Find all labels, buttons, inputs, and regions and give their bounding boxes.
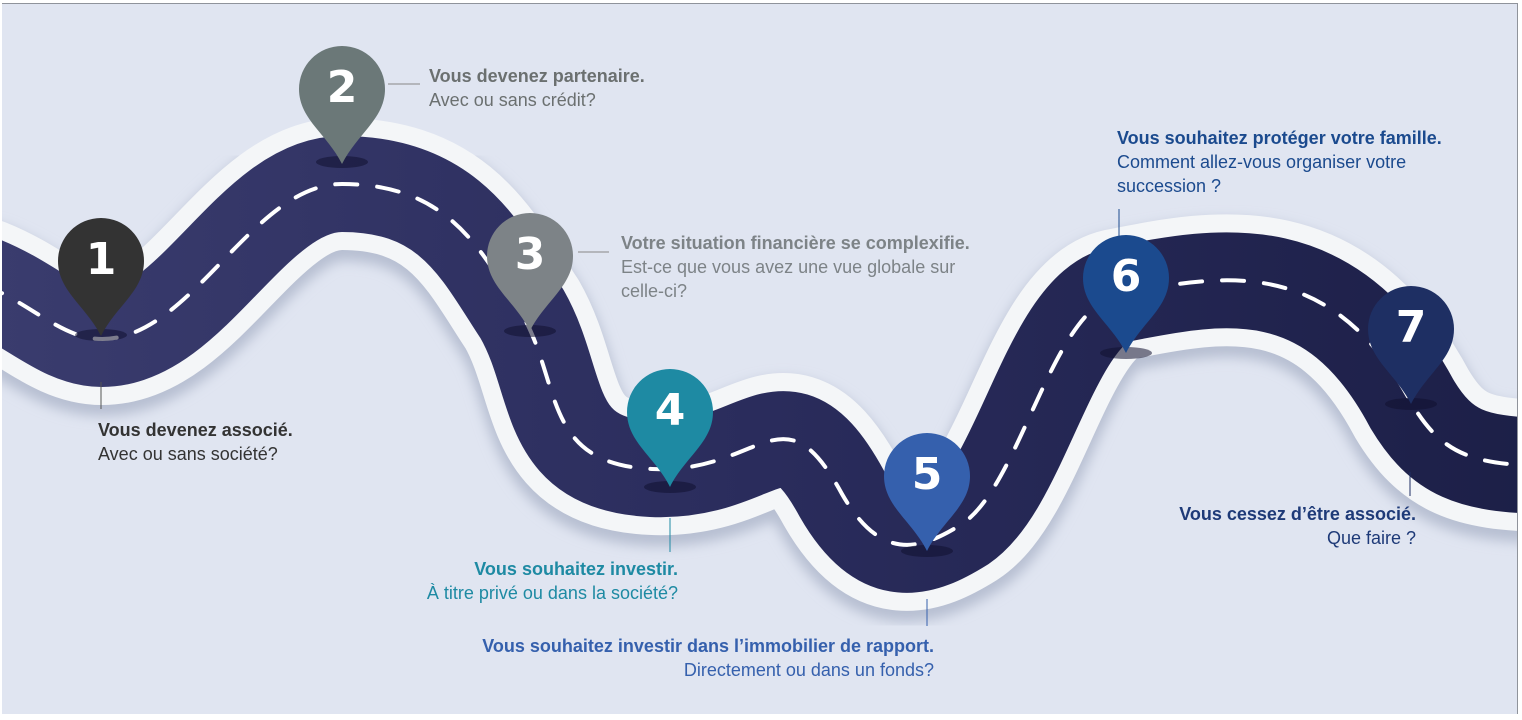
step-4-marker: 4 (625, 367, 715, 497)
step-4-title: Vous souhaitez investir. (474, 559, 678, 579)
step-7-number: 7 (1395, 302, 1427, 353)
step-3-number: 3 (514, 229, 546, 280)
step-2-label: Vous devenez partenaire. Avec ou sans cr… (429, 64, 645, 112)
map-pin-icon (299, 46, 385, 164)
step-6-marker: 6 (1081, 233, 1171, 363)
step-4-label: Vous souhaitez investir. À titre privé o… (378, 557, 678, 605)
step-6-subtitle-line-1: Comment allez-vous organiser votre (1117, 152, 1407, 172)
map-pin-icon (1083, 235, 1169, 353)
step-3-subtitle-line-2: celle-ci? (621, 281, 688, 301)
step-3-title: Votre situation financière se complexifi… (621, 233, 970, 253)
step-6-title: Vous souhaitez protéger votre famille. (1117, 128, 1442, 148)
step-3-subtitle-line-1: Est-ce que vous avez une vue globale sur (621, 257, 956, 277)
map-pin-icon (487, 213, 573, 331)
step-6-number: 6 (1110, 251, 1142, 302)
step-2-title: Vous devenez partenaire. (429, 66, 645, 86)
step-2-number: 2 (326, 62, 358, 113)
roadmap-frame: 1 2 3 4 5 (2, 3, 1518, 714)
step-1-subtitle: Avec ou sans société? (98, 444, 278, 464)
step-5-number: 5 (911, 449, 943, 500)
map-pin-icon (1368, 286, 1454, 404)
step-1-label: Vous devenez associé. Avec ou sans socié… (98, 418, 293, 466)
step-3-marker: 3 (485, 211, 575, 341)
step-1-marker: 1 (56, 216, 146, 346)
step-7-title: Vous cessez d’être associé. (1179, 504, 1416, 524)
step-5-label: Vous souhaitez investir dans l’immobilie… (434, 634, 934, 682)
map-pin-icon (58, 218, 144, 336)
step-3-label: Votre situation financière se complexifi… (621, 231, 970, 303)
step-1-number: 1 (85, 234, 117, 285)
map-pin-icon (627, 369, 713, 487)
step-6-subtitle-line-2: succession ? (1117, 176, 1222, 196)
road-center-dashes (2, 181, 1517, 547)
step-2-marker: 2 (297, 44, 387, 174)
winding-road (2, 83, 1517, 626)
map-pin-icon (884, 433, 970, 551)
step-7-marker: 7 (1366, 284, 1456, 414)
step-4-subtitle: À titre privé ou dans la société? (426, 583, 678, 603)
step-2-subtitle: Avec ou sans crédit? (429, 90, 596, 110)
step-6-label: Vous souhaitez protéger votre famille. C… (1117, 126, 1442, 198)
step-1-title: Vous devenez associé. (98, 420, 293, 440)
step-5-title: Vous souhaitez investir dans l’immobilie… (482, 636, 934, 656)
step-4-number: 4 (654, 385, 686, 436)
step-7-subtitle: Que faire ? (1326, 528, 1416, 548)
step-7-label: Vous cessez d’être associé. Que faire ? (1116, 502, 1416, 550)
step-5-subtitle: Directement ou dans un fonds? (683, 660, 934, 680)
step-5-marker: 5 (882, 431, 972, 561)
